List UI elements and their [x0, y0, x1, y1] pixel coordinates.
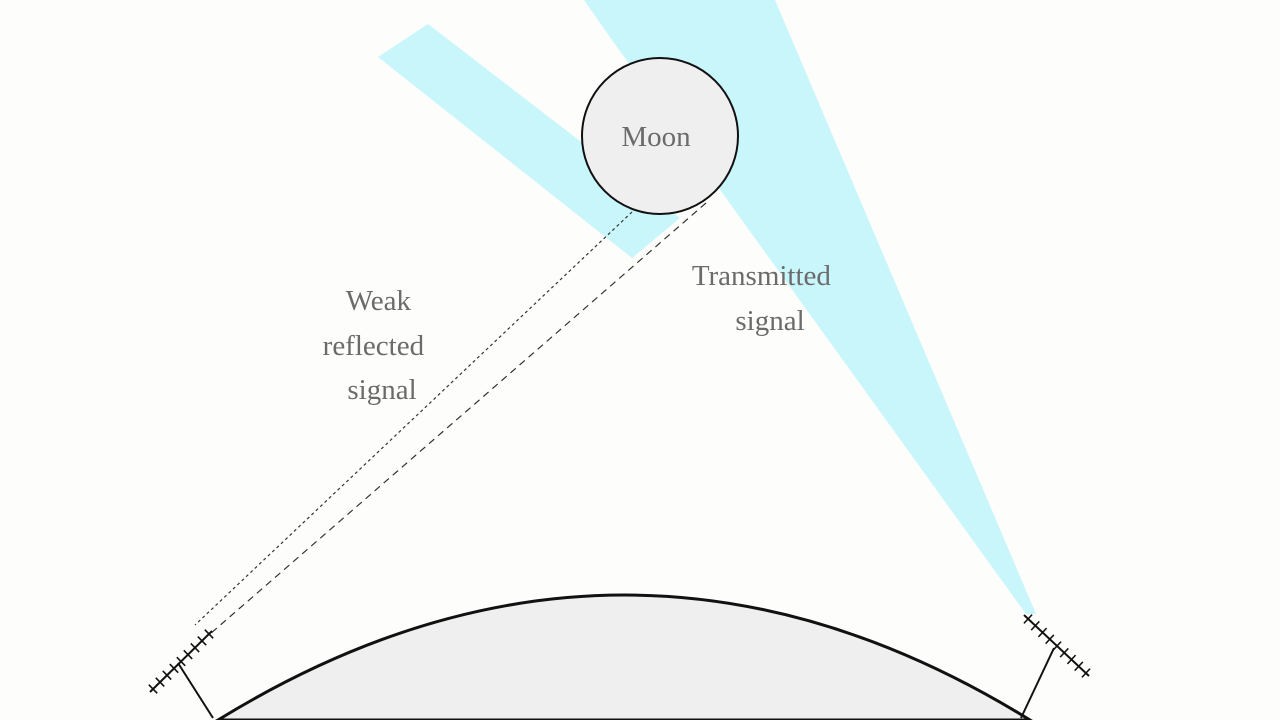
antenna-hatch-tick: [148, 684, 158, 694]
antenna-hatch-tick: [1023, 614, 1033, 624]
reflected-path-dotted: [194, 211, 633, 626]
antenna-hatch-tick: [197, 636, 207, 646]
earth-surface: [215, 593, 1033, 720]
left-antenna-icon: [148, 629, 214, 719]
antenna-hatch-tick: [1037, 627, 1048, 638]
antenna-hatch-tick: [1081, 668, 1091, 678]
reflected-path-dashed: [209, 202, 707, 635]
reflected-signal-label: Weak reflected signal: [323, 285, 432, 406]
beam-upper-band: [378, 24, 680, 258]
antenna-hatch-tick: [204, 629, 214, 639]
moon-label: Moon: [621, 121, 691, 153]
reflected-label-line-1: Weak: [346, 285, 412, 317]
reflected-label-line-2: reflected: [323, 330, 425, 362]
antenna-hatch-tick: [1052, 641, 1062, 651]
transmitted-label-line-2: signal: [735, 305, 804, 337]
moon: [581, 57, 739, 215]
antenna-hatch-tick: [190, 642, 200, 653]
antenna-hatch-tick: [1066, 654, 1077, 665]
antenna-hatch-tick: [155, 677, 165, 687]
antenna-hatch-tick: [169, 663, 179, 674]
antenna-hatch-tick: [1074, 661, 1084, 672]
antenna-hatch-tick: [1059, 647, 1069, 658]
antenna-hatch-tick: [176, 656, 186, 667]
reflected-label-line-3: signal: [347, 374, 416, 406]
transmitted-label-line-1: Transmitted: [692, 260, 832, 292]
transmitted-signal-label: Transmitted signal: [692, 260, 838, 337]
antenna-hatch-tick: [1045, 634, 1055, 645]
antenna-hatch-tick: [162, 670, 172, 681]
right-antenna-icon: [1020, 614, 1091, 719]
antenna-hatch-tick: [1030, 620, 1040, 631]
antenna-hatch-tick: [183, 649, 193, 660]
